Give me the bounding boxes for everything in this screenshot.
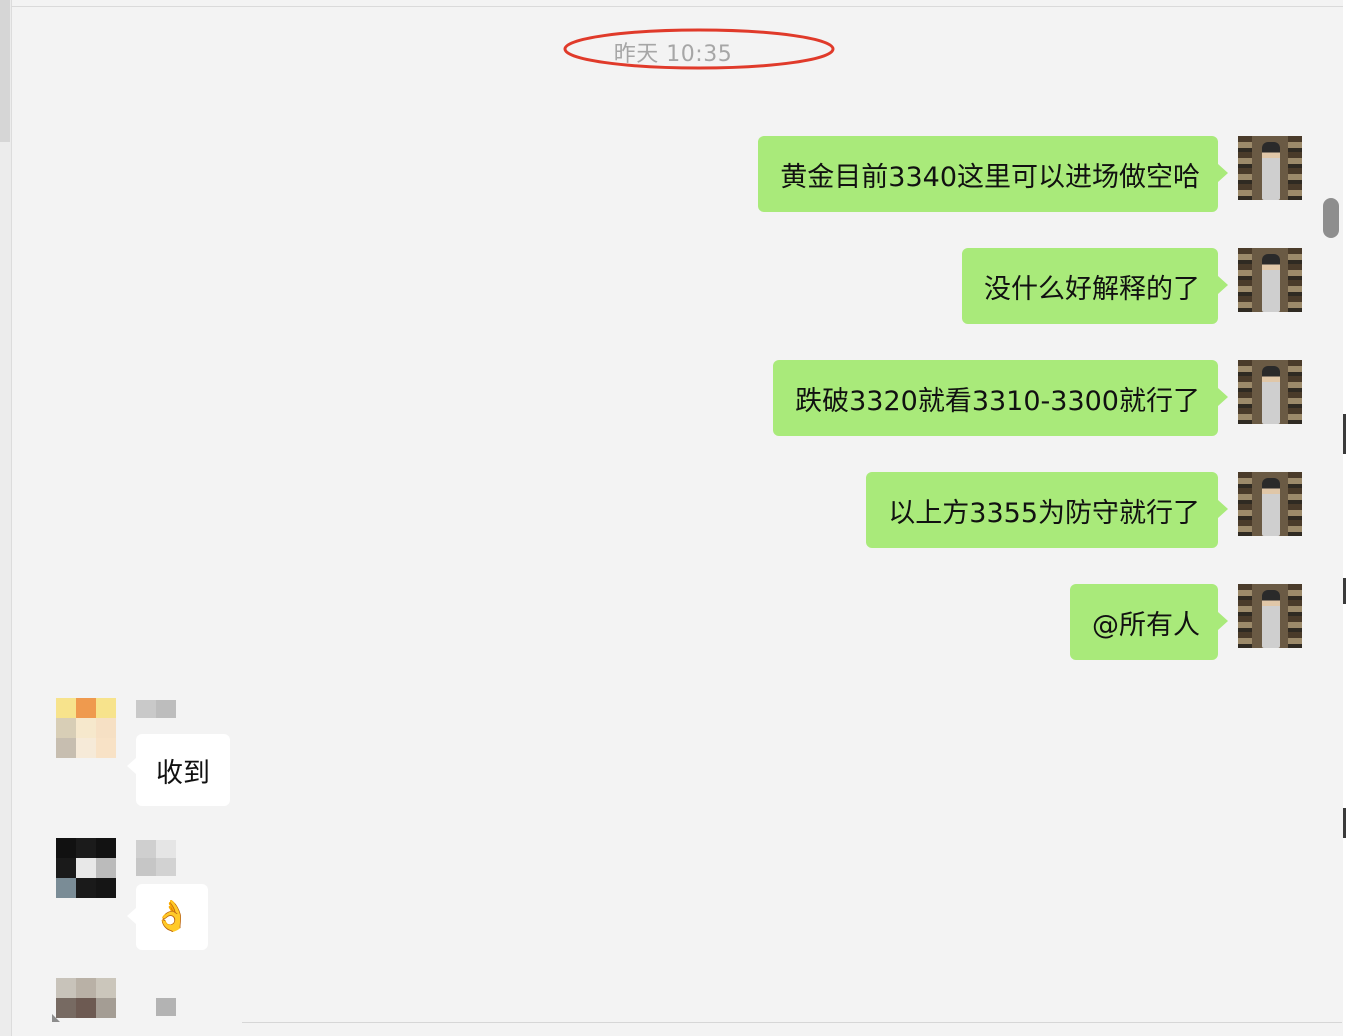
pixelated-avatar[interactable] [56,838,116,898]
sender-name-redacted [156,998,176,1016]
outgoing-bubble[interactable]: @所有人 [1070,584,1228,660]
user-photo-avatar[interactable] [1238,248,1302,312]
pixelated-avatar[interactable] [56,698,116,758]
sender-name-redacted [136,840,176,876]
message-timestamp: 昨天 10:35 [613,42,733,67]
edge-marker [1343,808,1346,838]
edge-marker [1343,578,1346,604]
incoming-bubble[interactable]: 👌 [127,884,208,950]
user-photo-avatar[interactable] [1238,136,1302,200]
outgoing-message: @所有人 [1070,584,1302,660]
sidebar-scroll-thumb[interactable] [0,0,10,142]
ok-hand-emoji: 👌 [153,899,191,934]
outgoing-message: 跌破3320就看3310-3300就行了 [773,360,1302,436]
pixelated-avatar[interactable] [56,978,116,1036]
sidebar-edge [0,0,12,1036]
input-divider [242,1022,1342,1023]
chat-scrollbar-thumb[interactable] [1323,198,1339,238]
outgoing-bubble[interactable]: 黄金目前3340这里可以进场做空哈 [758,136,1228,212]
outgoing-message: 没什么好解释的了 [962,248,1302,324]
sender-name-redacted [136,700,176,718]
user-photo-avatar[interactable] [1238,360,1302,424]
incoming-bubble[interactable]: 收到 [127,734,230,806]
edge-marker [1343,414,1346,454]
outgoing-bubble[interactable]: 跌破3320就看3310-3300就行了 [773,360,1228,436]
user-photo-avatar[interactable] [1238,472,1302,536]
outgoing-bubble[interactable]: 没什么好解释的了 [962,248,1228,324]
top-divider [11,6,1346,7]
outgoing-message: 黄金目前3340这里可以进场做空哈 [758,136,1302,212]
window-edge [1343,0,1346,1036]
outgoing-message: 以上方3355为防守就行了 [866,472,1302,548]
outgoing-bubble[interactable]: 以上方3355为防守就行了 [866,472,1228,548]
red-annotation-circle [563,28,835,70]
user-photo-avatar[interactable] [1238,584,1302,648]
resize-handle[interactable] [52,1014,60,1022]
